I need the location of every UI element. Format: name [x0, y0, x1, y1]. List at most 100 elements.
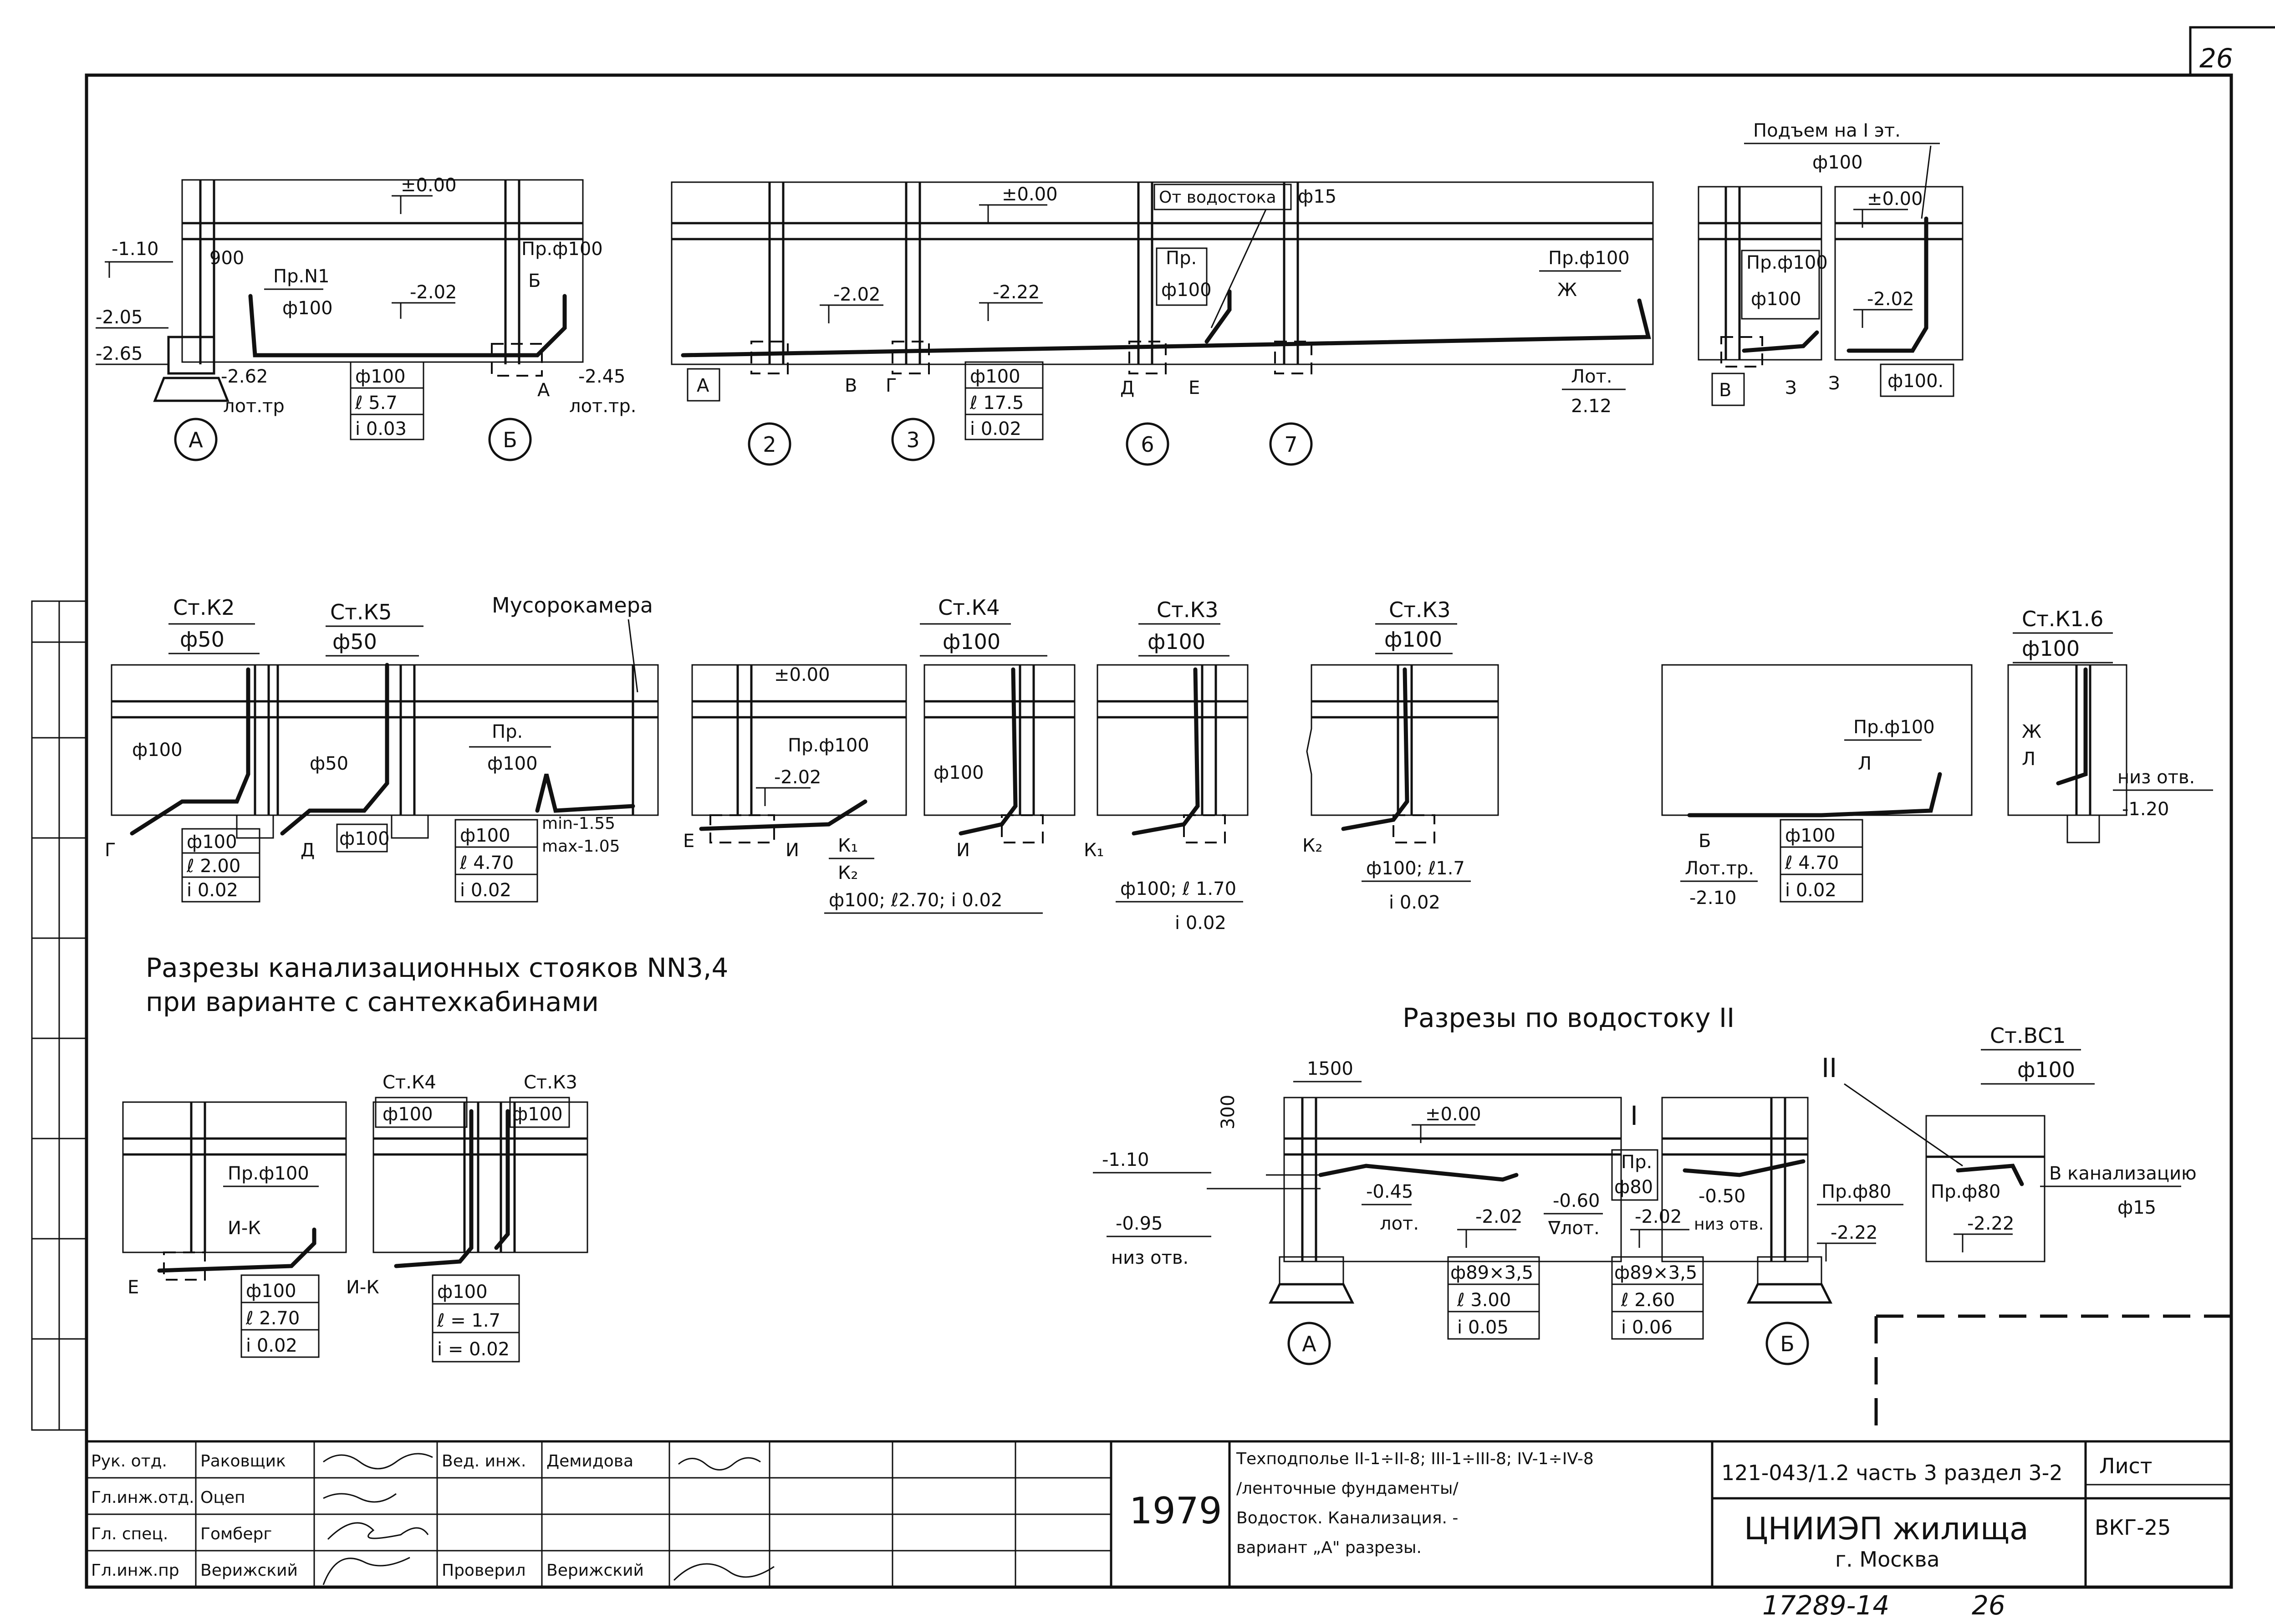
title-risers-line1: Разрезы канализационных стояков NN3,4 [146, 952, 728, 983]
axis-a: А [189, 428, 203, 452]
label-d100b-c: ф100. [1887, 371, 1943, 392]
title-risers-line2: при варианте с сантехкабинами [146, 986, 599, 1017]
r3-node-i: И [786, 840, 799, 861]
spec-a-0: ф100 [355, 366, 406, 387]
r7-b: Б [1699, 831, 1711, 852]
left-spec-0: ф100 [246, 1281, 296, 1302]
label-d100-c: ф100 [1751, 289, 1801, 310]
level-zero-c: ±0.00 [1867, 189, 1923, 209]
r3-level0: ±0.00 [774, 664, 830, 685]
axis-2: 2 [763, 432, 776, 457]
signature-5 [678, 1457, 761, 1471]
r3-pr-d100: Пр.ф100 [788, 735, 869, 756]
dp-axis-a: А [1302, 1332, 1316, 1356]
r3-node-k1: К₁ [838, 835, 858, 856]
dp-m222b: -2.22 [1967, 1213, 2015, 1234]
r1-st: Ст.К2 [173, 595, 235, 620]
spec-b-2: i 0.02 [970, 419, 1021, 439]
r8-zh: Ж [2022, 721, 2041, 742]
dp-spec2-0: ф89×3,5 [1614, 1262, 1697, 1283]
r2-pr: Пр. [492, 721, 523, 742]
node-v-c: В [1719, 380, 1731, 401]
dp-pr-d80b: Пр.ф80 [1931, 1181, 2000, 1202]
dp-dim300: 300 [1218, 1095, 1239, 1129]
node-d: Д [1120, 378, 1134, 398]
level-m202-c: -2.02 [1867, 289, 1914, 310]
tb-project: 121-043/1.2 часть 3 раздел 3-2 [1721, 1461, 2063, 1485]
section-c: Подъем на I эт. ф100 ±0.00 Пр.ф100 ф100 … [1698, 120, 1964, 406]
level-m265: -2.65 [96, 343, 143, 364]
tb-name-3: Верижский [200, 1561, 298, 1580]
label-lot-tr: лот.тр [223, 396, 285, 417]
dp-mark-ii: II [1821, 1052, 1837, 1083]
label-pr-b: Пр. [1166, 248, 1197, 269]
axis-3: 3 [906, 428, 919, 452]
right-st-k4: Ст.К4 [383, 1072, 436, 1093]
r5-spec-1: i 0.02 [1175, 913, 1226, 934]
risers-row: Ст.К2 ф50 ф100 Г ф100 ℓ 2.00 i 0.02 Ст.К… [105, 593, 2213, 934]
dp-spec1-0: ф89×3,5 [1450, 1262, 1533, 1283]
r2-d: ф50 [332, 629, 377, 654]
r1-spec-1: ℓ 2.00 [186, 856, 240, 877]
axis-b: Б [503, 428, 517, 452]
tb-name-2: Гомберг [200, 1525, 272, 1543]
r7-pr-d100: Пр.ф100 [1853, 717, 1935, 738]
left-spec-1: ℓ 2.70 [245, 1308, 300, 1329]
tb-name2-1: Верижский [546, 1561, 644, 1580]
tb-role2-0: Вед. инж. [442, 1452, 526, 1471]
r2-max: max-1.05 [542, 837, 620, 856]
dp-d100: ф100 [2017, 1057, 2075, 1082]
dp-st-vs1: Ст.ВС1 [1990, 1023, 2066, 1048]
bottom-note: 17289-14 [1762, 1590, 1889, 1621]
right-st-k3: Ст.К3 [524, 1072, 577, 1093]
left-ik: И-К [228, 1218, 261, 1239]
dp-spec2-2: i 0.06 [1621, 1317, 1673, 1338]
tb-role-3: Гл.инж.пр [91, 1561, 179, 1580]
dp-to-sewer: В канализацию [2049, 1163, 2197, 1184]
tb-role2-1: Проверил [442, 1561, 526, 1580]
node-v: В [845, 375, 857, 396]
tb-desc-1: /ленточные фундаменты/ [1236, 1479, 1459, 1498]
section-a: ±0.00 -1.10 900 -2.05 -2.65 Пр.N1 ф100 -… [96, 175, 636, 461]
spec-a-1: ℓ 5.7 [355, 393, 398, 414]
right-spec-1: ℓ = 1.7 [437, 1310, 500, 1331]
r8-d: ф100 [2022, 636, 2080, 661]
tb-name2-0: Демидова [546, 1452, 633, 1471]
r5-st: Ст.К3 [1157, 598, 1218, 622]
r5-spec-0: ф100; ℓ 1.70 [1120, 878, 1236, 899]
dp-hole2: низ отв. [1694, 1215, 1764, 1234]
signature-2 [323, 1493, 397, 1503]
dp-lot: лот. [1380, 1213, 1419, 1234]
node-e: Е [1189, 378, 1200, 398]
spec-b-0: ф100 [970, 366, 1020, 387]
label-lot-b: Лот. [1571, 366, 1612, 387]
label-a: А [537, 380, 550, 401]
r8-level: -1.20 [2122, 799, 2169, 820]
r2-d100b: ф100 [339, 828, 390, 849]
label-zh: Ж [1557, 280, 1577, 301]
r2-chamber: Мусорокамера [492, 593, 653, 618]
r8-st: Ст.К1.6 [2022, 607, 2103, 631]
signature-6 [673, 1563, 775, 1581]
r7-spec-0: ф100 [1785, 825, 1836, 846]
r6-st: Ст.К3 [1389, 598, 1450, 622]
r3-level: -2.02 [774, 767, 821, 788]
r5-d: ф100 [1148, 629, 1205, 654]
r3-node-e: Е [683, 831, 694, 852]
label-pr-d100-b: Пр.ф100 [1548, 248, 1630, 269]
level-m222-b: -2.22 [993, 282, 1040, 303]
dp-spec1-1: ℓ 3.00 [1457, 1290, 1511, 1311]
left-spec-2: i 0.02 [246, 1335, 297, 1356]
r8-hole: низ отв. [2117, 767, 2195, 788]
signature-3 [327, 1522, 429, 1540]
tb-name-0: Раковщик [200, 1452, 286, 1471]
tb-role-1: Гл.инж.отд. [91, 1488, 194, 1507]
right-d-a: ф100 [383, 1104, 433, 1125]
r2-spec-1: ℓ 4.70 [459, 853, 514, 873]
label-pr-n1: Пр.N1 [273, 266, 330, 287]
level-zero-b: ±0.00 [1002, 184, 1058, 205]
label-from-downpipe: От водостока [1159, 188, 1276, 207]
r2-spec-2: i 0.02 [460, 880, 511, 901]
dp-pr-d80: Пр.ф80 [1821, 1181, 1891, 1202]
